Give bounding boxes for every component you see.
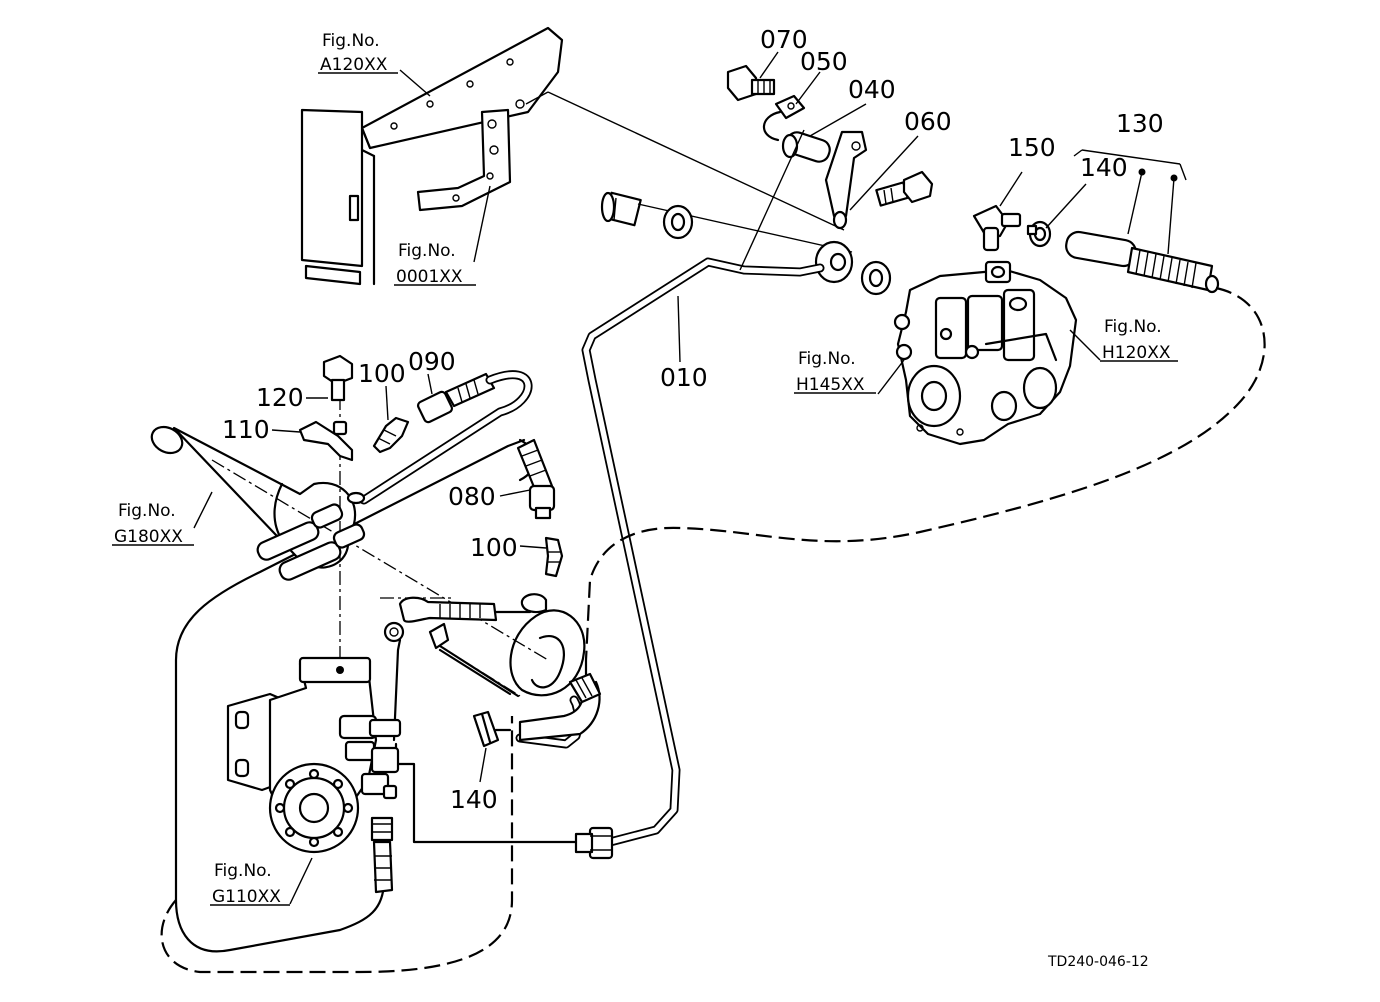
figref-0001-code: 0001XX [396, 267, 463, 287]
hose-assembly-130 [1065, 149, 1220, 294]
washer-right [860, 260, 892, 296]
hose-clamp-140-top [1026, 183, 1087, 248]
label-100-top: 100 [358, 359, 406, 388]
label-010: 010 [660, 363, 708, 392]
part-number-labels: 070 050 040 060 150 140 130 010 120 100 … [222, 25, 1164, 814]
drawing-code: TD240-046-12 [1047, 954, 1149, 970]
steel-pipe-010 [548, 257, 825, 860]
elbow-fitting-150 [972, 171, 1023, 252]
label-080: 080 [448, 482, 496, 511]
figref-0001-label: Fig.No. [398, 241, 456, 261]
label-150: 150 [1008, 133, 1056, 162]
hose-route-dashed [584, 286, 1266, 661]
figref-h145-code: H145XX [796, 375, 865, 395]
label-090: 090 [408, 347, 456, 376]
figref-h120-label: Fig.No. [1104, 317, 1162, 337]
bolt-120 [322, 354, 354, 402]
label-110: 110 [222, 415, 270, 444]
grommet [520, 593, 548, 614]
clamp-050 [762, 94, 806, 142]
figref-a120-code: A120XX [320, 55, 388, 75]
label-140-top: 140 [1080, 153, 1128, 182]
figref-a120-label: Fig.No. [322, 31, 380, 51]
gear-pump-g110 [226, 656, 402, 905]
figref-g180-code: G180XX [114, 527, 183, 547]
hose-clamp-140-bottom [472, 672, 602, 783]
cooler-hose [383, 596, 512, 742]
label-060: 060 [904, 107, 952, 136]
leader-lines [193, 51, 919, 549]
tank-cylinder-g180 [150, 384, 586, 698]
label-120: 120 [256, 383, 304, 412]
lever-bracket-060 [824, 130, 868, 230]
flex-hose-pair [256, 491, 366, 581]
figref-h120-code: H120XX [1102, 343, 1171, 363]
hose-080 [516, 438, 556, 520]
elbow-100-top [372, 416, 410, 454]
fitting-090 [359, 370, 533, 505]
label-140-bottom: 140 [450, 785, 498, 814]
figure-reference-labels: Fig.No. A120XX Fig.No. 0001XX Fig.No. H1… [112, 31, 1178, 907]
figref-h145-label: Fig.No. [798, 349, 856, 369]
figref-g180-label: Fig.No. [118, 501, 176, 521]
label-070: 070 [760, 25, 808, 54]
frame-bracket-assembly [300, 26, 845, 286]
banjo-bolt [600, 191, 853, 253]
label-100-bottom: 100 [470, 533, 518, 562]
label-050: 050 [800, 47, 848, 76]
hydraulic-pump-valve [877, 260, 1101, 446]
bolt-060 [875, 170, 934, 207]
label-130: 130 [1116, 109, 1164, 138]
elbow-100-bottom [544, 536, 564, 578]
banjo-eye [814, 240, 854, 284]
washer-left [662, 204, 694, 240]
figref-g110-code: G110XX [212, 887, 281, 907]
clip-110 [298, 420, 354, 462]
bolt-070 [726, 64, 776, 102]
label-040: 040 [848, 75, 896, 104]
figref-g110-label: Fig.No. [214, 861, 272, 881]
